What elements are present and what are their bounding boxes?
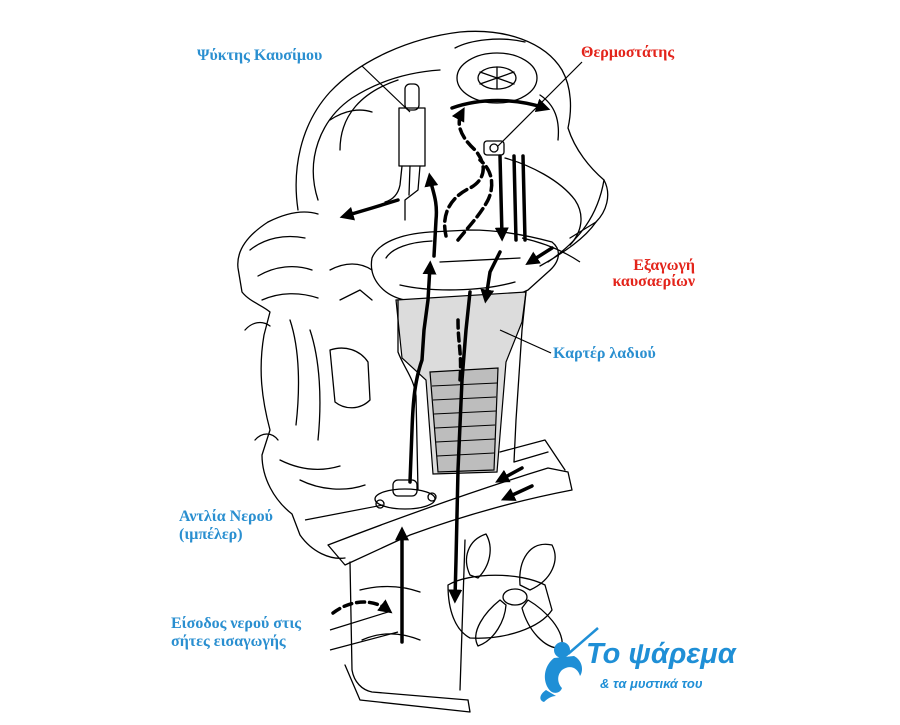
- water-pump-lug-right: [427, 492, 437, 502]
- flow-lower-arrow-1: [495, 466, 524, 483]
- label-water-intake-line2: σήτες εισαγωγής: [171, 633, 286, 650]
- water-pump-lug-left: [375, 499, 385, 509]
- flow-top-return: [450, 98, 551, 112]
- flow-lower-arrow-2: [500, 484, 534, 501]
- intake-manifold-detail: [249, 211, 319, 301]
- fuel-cooler-cap: [404, 83, 420, 111]
- engine-cover-inner-curve: [312, 69, 441, 201]
- leader-water-pump: [304, 504, 384, 521]
- flow-head-loop-2: [456, 158, 494, 242]
- flow-thermostat-down: [494, 154, 509, 242]
- propeller-blade-right: [521, 599, 563, 649]
- flow-tray-outlet: [480, 250, 502, 304]
- engine-top-detail: [329, 38, 560, 141]
- engine-cover-outline: [295, 30, 609, 239]
- label-fuel-cooler: Ψύκτης Καυσίμου: [197, 47, 323, 64]
- flow-exhaust-pipe-b: [521, 154, 527, 242]
- leader-exhaust: [521, 237, 581, 263]
- propeller-blade-left: [475, 599, 507, 647]
- label-exhaust-line1: Εξαγωγή: [633, 257, 695, 274]
- gearcase: [447, 574, 553, 639]
- anti-ventilation-plate: [327, 467, 573, 566]
- propeller-blade-top: [519, 543, 556, 591]
- engine-right-shroud: [539, 179, 605, 267]
- thermostat-valve: [489, 143, 499, 153]
- flow-intake-left: [331, 599, 393, 615]
- thermostat-housing: [483, 140, 505, 156]
- oil-sump-body: [429, 367, 499, 473]
- oil-sump-ribs: [431, 382, 498, 457]
- label-exhaust-line2: καυσαερίων: [612, 273, 696, 290]
- logo-title: Το ψάρεμα: [586, 638, 736, 670]
- leader-oil-pan: [499, 329, 552, 354]
- logo-subtitle: & τα μυστικά του: [600, 676, 703, 691]
- swivel-bracket-detail: [279, 319, 371, 490]
- lower-unit-housing: [349, 539, 469, 701]
- logo-fishing-rod: [567, 627, 599, 655]
- thermostat-hose: [504, 157, 582, 246]
- belt-cover-curve: [339, 79, 399, 151]
- leader-thermostat: [497, 61, 583, 147]
- logo-fish-tail: [540, 690, 556, 702]
- logo-figure-body: [544, 656, 582, 693]
- label-water-pump-line2: (ιμπέλερ): [179, 526, 243, 543]
- engine-base-tray-inner: [385, 240, 521, 291]
- midsection-right-edge: [513, 291, 527, 463]
- leader-intake-1: [329, 611, 389, 631]
- flow-exhaust-pipe-a: [512, 154, 518, 242]
- label-thermostat: Θερμοστάτης: [581, 44, 675, 61]
- midsection-lower-housing: [499, 439, 566, 471]
- logo-figure-head: [554, 642, 570, 658]
- clamp-bracket-detail: [244, 263, 373, 441]
- flow-right-arrow: [525, 246, 554, 266]
- label-water-intake-line1: Είσοδος νερού στις: [171, 615, 302, 632]
- flow-fuel-cooler-hose: [339, 198, 400, 221]
- label-water-pump-line1: Αντλία Νερού: [179, 508, 273, 525]
- leader-intake-2: [329, 631, 399, 651]
- flow-down-midsection: [448, 290, 472, 604]
- flow-block-up: [424, 172, 439, 258]
- engine-base-tray: [370, 229, 559, 304]
- midsection-left-edge: [397, 299, 419, 491]
- flow-inner-dashed: [456, 318, 463, 382]
- flywheel-guard: [456, 52, 538, 104]
- skeg: [344, 664, 471, 713]
- water-pump-body: [392, 479, 418, 497]
- flywheel-spokes: [479, 66, 515, 90]
- flow-pump-to-powerhead: [408, 260, 437, 484]
- propeller-hub: [502, 588, 528, 606]
- label-oil-pan: Καρτέρ λαδιού: [553, 345, 656, 362]
- propeller-blade-upper-left: [465, 533, 491, 579]
- logo-figure-icon: [540, 642, 582, 702]
- lower-unit-detail: [359, 585, 421, 641]
- fuel-cooler-body: [398, 107, 426, 167]
- leader-fuel-cooler: [361, 65, 411, 113]
- fuel-cooler-pipes: [384, 165, 421, 221]
- flow-head-loop-1: [442, 107, 485, 238]
- engine-block-left-edge: [237, 221, 346, 559]
